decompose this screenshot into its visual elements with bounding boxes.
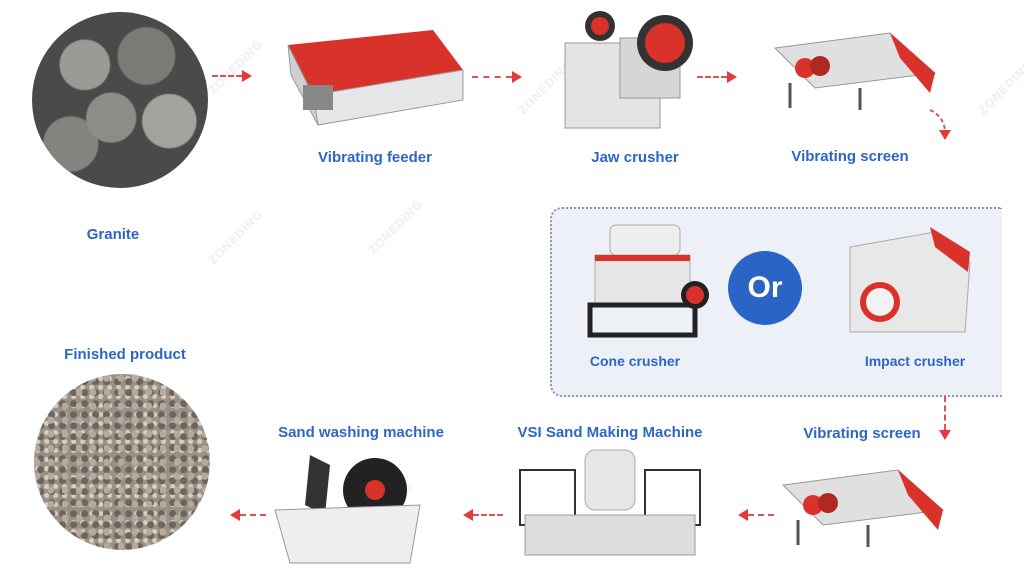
watermark: ZONEDING xyxy=(205,206,266,268)
arrow-line xyxy=(212,75,242,77)
arrow-left-icon xyxy=(738,509,748,521)
or-badge: Or xyxy=(728,251,802,325)
granite-image xyxy=(32,12,208,188)
vibrating-feeder-label: Vibrating feeder xyxy=(318,149,432,166)
curved-arrow-icon xyxy=(929,109,951,140)
vibrating-screen-image xyxy=(773,32,937,110)
arrow-line xyxy=(472,76,512,78)
impact-crusher-label: Impact crusher xyxy=(864,353,966,369)
watermark: ZONEDING xyxy=(975,56,1024,118)
vsi-label: VSI Sand Making Machine xyxy=(517,424,703,441)
arrow-left-icon xyxy=(463,509,473,521)
jaw-crusher-label: Jaw crusher xyxy=(591,149,679,166)
arrow-line xyxy=(944,396,946,430)
cone-crusher-label: Cone crusher xyxy=(589,353,681,369)
cone-crusher-image xyxy=(587,224,709,338)
vibrating-feeder-image xyxy=(287,30,464,126)
arrow-left-icon xyxy=(230,509,240,521)
vibrating-screen-1-label: Vibrating screen xyxy=(791,148,909,165)
arrow-line xyxy=(473,514,503,516)
granite-label: Granite xyxy=(86,226,140,243)
finished-product-image xyxy=(34,374,210,550)
jaw-crusher-image xyxy=(564,11,693,129)
arrow-right-icon xyxy=(242,70,252,82)
finished-product-label: Finished product xyxy=(64,346,186,363)
sand-washing-machine-image xyxy=(274,455,421,564)
arrow-right-icon xyxy=(727,71,737,83)
arrow-down-icon xyxy=(939,430,951,440)
arrow-right-icon xyxy=(512,71,522,83)
watermark: ZONEDING xyxy=(365,196,426,258)
watermark: ZONEDING xyxy=(205,36,266,98)
arrow-line xyxy=(240,514,266,516)
vibrating-screen-image xyxy=(781,469,945,547)
impact-crusher-image xyxy=(849,227,971,333)
vibrating-screen-2-label: Vibrating screen xyxy=(803,425,921,442)
vsi-sand-making-machine-image xyxy=(519,449,701,556)
arrow-line xyxy=(697,76,727,78)
sand-washing-machine-label: Sand washing machine xyxy=(278,424,444,441)
arrow-line xyxy=(748,514,774,516)
